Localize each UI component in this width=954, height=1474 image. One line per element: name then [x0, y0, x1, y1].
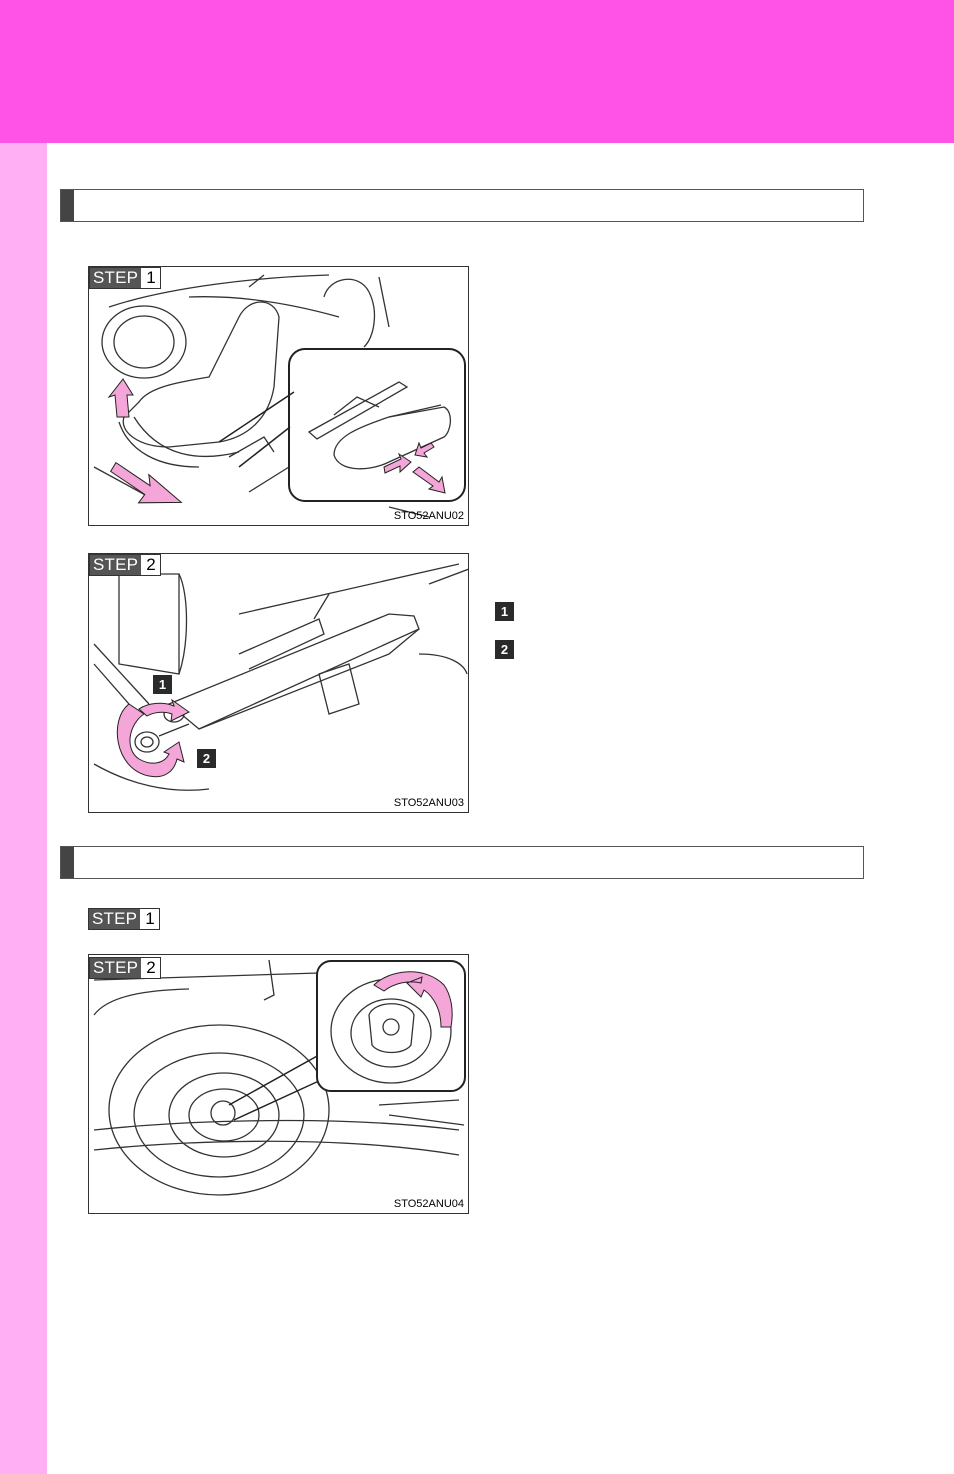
text-marker-2: 2: [495, 640, 514, 659]
step-label: STEP: [90, 555, 142, 575]
text-marker-1: 1: [495, 602, 514, 621]
callout-1: 1: [153, 675, 172, 694]
seat-jack-illustration: [93, 274, 466, 518]
step-label: STEP: [90, 958, 142, 978]
figure-step1-seat-jack: STEP 1 STO52ANU02: [88, 266, 469, 526]
figure-step2-jack: STEP 2 1 2 STO52ANU03: [88, 553, 469, 813]
step-number: 1: [146, 268, 156, 287]
figure-step2-spare-tire: STEP 2 STO52ANU04: [88, 954, 469, 1214]
step-label: STEP: [89, 909, 141, 929]
section-accent: [61, 847, 74, 878]
section-heading-bar-2: [60, 846, 864, 879]
section-accent: [61, 190, 74, 221]
standalone-step-badge: STEP 1: [88, 908, 160, 930]
side-tab-strip: [0, 143, 47, 1474]
step-number: 2: [146, 555, 156, 574]
spare-tire-illustration: [93, 959, 466, 1196]
step-number: 1: [145, 909, 155, 928]
section-heading-bar-1: [60, 189, 864, 222]
jack-handle-illustration: [93, 563, 468, 791]
figure-code: STO52ANU04: [393, 1198, 464, 1210]
step-label: STEP: [90, 268, 142, 288]
step-badge: STEP 1: [89, 267, 161, 289]
page-header-band: [0, 0, 954, 143]
step-number: 2: [146, 958, 156, 977]
figure-code: STO52ANU03: [393, 797, 464, 809]
step-badge: STEP 2: [89, 957, 161, 979]
step-badge: STEP 2: [89, 554, 161, 576]
callout-2: 2: [197, 749, 216, 768]
figure-code: STO52ANU02: [393, 510, 464, 522]
